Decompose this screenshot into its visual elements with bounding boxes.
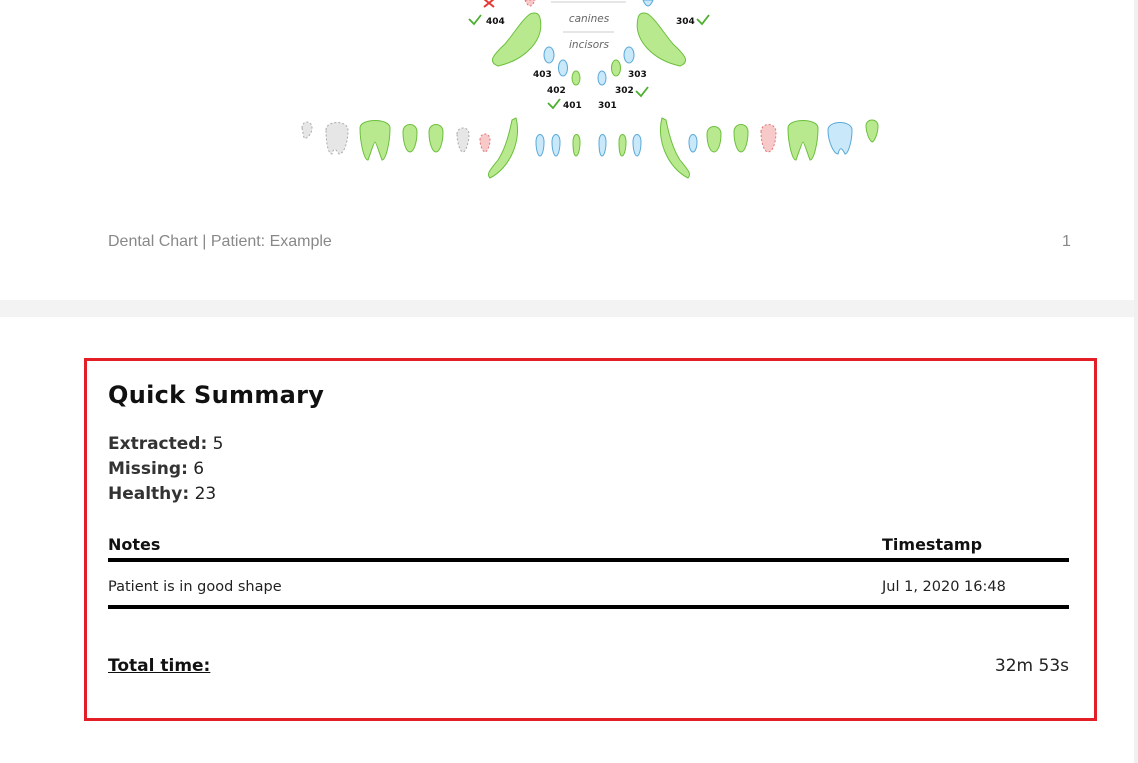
tooth-premolar (428, 124, 444, 153)
timestamp-column-header: Timestamp (882, 535, 983, 554)
tooth-number: 301 (598, 101, 617, 111)
page-footer-title: Dental Chart | Patient: Example (108, 233, 332, 250)
tooth-canine (660, 117, 691, 179)
tooth-number: 303 (628, 70, 647, 80)
tooth-premolar (733, 124, 749, 153)
vertical-scrollbar[interactable] (1134, 0, 1138, 763)
tooth-treated (642, 0, 654, 7)
tooth-missing (325, 122, 349, 155)
tooth-canine (487, 117, 518, 179)
tooth-premolar (706, 126, 722, 153)
tooth-premolar (402, 124, 418, 153)
total-time-label: Total time: (108, 656, 211, 676)
table-divider (108, 558, 1069, 562)
tooth-incisor (688, 134, 698, 153)
dental-chart: canines incisors 404 304 403 303 402 302… (301, 0, 879, 179)
stat-healthy: Healthy: 23 (108, 484, 216, 504)
note-text: Patient is in good shape (108, 579, 282, 595)
tooth-number: 401 (563, 101, 582, 111)
tooth-incisor (535, 134, 545, 157)
check-icon (635, 86, 649, 98)
note-timestamp: Jul 1, 2020 16:48 (882, 579, 1006, 595)
tooth-number: 404 (486, 17, 505, 27)
stat-value: 6 (193, 459, 205, 479)
tooth-incisor (618, 134, 627, 157)
notes-column-header: Notes (108, 535, 161, 554)
stat-extracted: Extracted: 5 (108, 434, 224, 454)
tooth-molar (865, 119, 879, 143)
cross-icon (483, 0, 495, 8)
table-divider (108, 605, 1069, 609)
tooth-molar (787, 120, 819, 161)
total-time-value: 32m 53s (994, 656, 1069, 676)
stat-label: Missing: (108, 459, 188, 479)
tooth-405 (543, 46, 555, 64)
page-number: 1 (1062, 233, 1071, 250)
tooth-305 (623, 46, 635, 64)
tooth-number: 403 (533, 70, 552, 80)
tooth-303 (611, 59, 621, 77)
quick-summary-panel: Quick Summary Extracted: 5 Missing: 6 He… (84, 358, 1097, 721)
tooth-missing (301, 121, 313, 139)
check-icon (468, 14, 482, 26)
chart-page: canines incisors 404 304 403 303 402 302… (0, 0, 1134, 300)
check-icon (696, 14, 710, 26)
check-icon (547, 98, 561, 110)
tooth-incisor (551, 134, 561, 157)
summary-page (0, 317, 1134, 763)
stat-label: Extracted: (108, 434, 208, 454)
tooth-incisor (632, 134, 642, 157)
stat-missing: Missing: 6 (108, 459, 204, 479)
tooth-302 (597, 70, 607, 86)
tooth-incisor (572, 134, 581, 157)
tooth-number: 304 (676, 17, 695, 27)
tooth-402 (571, 70, 581, 86)
tooth-molar (827, 122, 853, 155)
stat-label: Healthy: (108, 484, 190, 504)
tooth-extracted (524, 0, 536, 7)
tooth-molar (359, 120, 391, 161)
group-label-canines: canines (569, 13, 610, 25)
summary-title: Quick Summary (108, 381, 325, 409)
tooth-canine-304 (636, 12, 687, 67)
lower-tooth-row (301, 117, 879, 179)
tooth-number: 402 (547, 86, 566, 96)
stat-value: 5 (212, 434, 224, 454)
tooth-number: 302 (615, 86, 634, 96)
tooth-403 (558, 59, 568, 77)
stat-value: 23 (194, 484, 217, 504)
tooth-extracted (479, 133, 491, 153)
group-label-incisors: incisors (569, 39, 609, 51)
tooth-extracted (760, 124, 777, 153)
tooth-missing (456, 127, 470, 153)
tooth-canine-404 (491, 12, 542, 67)
tooth-incisor (598, 134, 607, 157)
page-separator (0, 300, 1134, 317)
